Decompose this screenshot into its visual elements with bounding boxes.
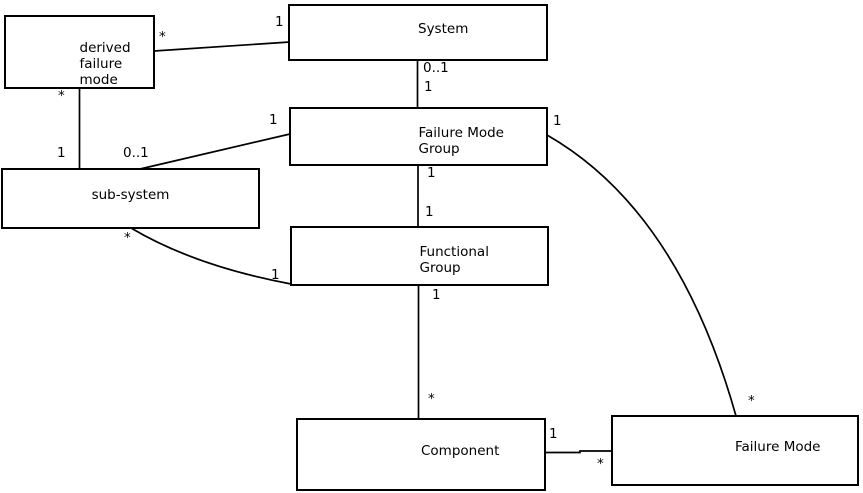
entity-label-failure-mode-group: Failure Mode Group	[418, 124, 505, 157]
multiplicity-label-fmg-fm-near-fm: *	[748, 393, 755, 409]
entity-label-sub-system: sub-system	[91, 186, 170, 203]
entity-box-failure-mode: Failure Mode	[611, 415, 859, 486]
entity-box-functional-group: Functional Group	[290, 226, 549, 286]
multiplicity-label-fmg-fg-near-fg: 1	[425, 204, 434, 220]
multiplicity-label-fmg-fm-near-fmg: 1	[553, 113, 562, 129]
connector-failure-mode-group-sub-system	[139, 133, 291, 170]
multiplicity-label-subsystem-fg-near-fg: 1	[271, 267, 280, 283]
multiplicity-label-fg-component-near-fg: 1	[432, 287, 441, 303]
entity-box-derived-failure-mode: derived failure mode	[4, 15, 155, 89]
entity-box-system: System	[288, 4, 548, 61]
multiplicity-label-dfm-system-near-system: 1	[275, 14, 284, 30]
multiplicity-label-dfm-subsystem-near-subsystem: 1	[57, 145, 66, 161]
entity-label-failure-mode: Failure Mode	[735, 438, 821, 455]
connector-sub-system-functional-group	[130, 227, 292, 285]
connector-failure-mode-group-failure-mode	[546, 134, 737, 417]
multiplicity-label-fg-component-near-component: *	[428, 391, 435, 407]
connector-derived-failure-mode-system	[153, 41, 291, 52]
entity-box-failure-mode-group: Failure Mode Group	[289, 107, 548, 166]
connector-component-failure-mode	[545, 450, 613, 454]
multiplicity-label-system-fmg-near-fmg: 1	[424, 79, 433, 95]
multiplicity-label-fmg-subsystem-near-subsystem: 0..1	[123, 145, 149, 161]
entity-label-component: Component	[421, 442, 500, 459]
multiplicity-label-system-fmg-near-system: 0..1	[423, 60, 449, 76]
entity-label-functional-group: Functional Group	[419, 244, 489, 276]
entity-label-derived-failure-mode: derived failure mode	[79, 40, 131, 88]
entity-box-component: Component	[296, 418, 546, 491]
entity-box-sub-system: sub-system	[1, 168, 260, 229]
multiplicity-label-dfm-subsystem-near-dfm: *	[58, 88, 65, 104]
entity-label-system: System	[418, 20, 469, 37]
multiplicity-label-subsystem-fg-near-subsystem: *	[124, 230, 131, 246]
multiplicity-label-component-fm-near-component: 1	[549, 426, 558, 442]
multiplicity-label-dfm-system-near-dfm: *	[159, 29, 166, 45]
multiplicity-label-fmg-subsystem-near-fmg: 1	[269, 112, 278, 128]
multiplicity-label-component-fm-near-fm: *	[597, 456, 604, 472]
multiplicity-label-fmg-fg-near-fmg: 1	[427, 165, 436, 181]
